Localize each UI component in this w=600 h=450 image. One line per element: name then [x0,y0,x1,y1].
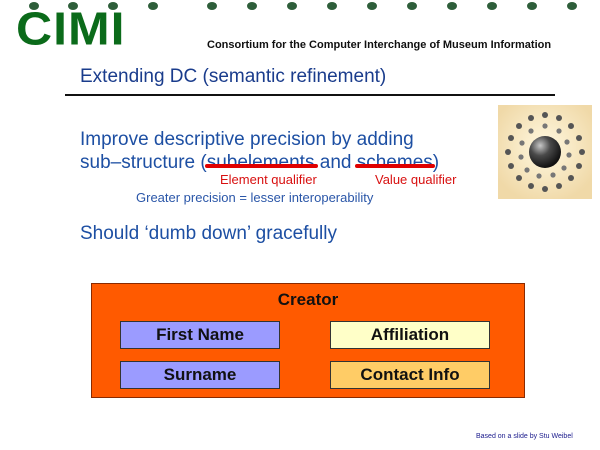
substructure-text: sub–structure ( [80,152,207,173]
globe-icon [498,105,592,199]
header-dots-decoration [29,2,577,10]
slide-title: Extending DC (semantic refinement) [80,66,387,87]
strike-line-schemes [354,164,435,168]
paragraph-line-1: Improve descriptive precision by adding [80,129,414,150]
first-name-field: First Name [120,321,280,349]
strike-line-subelements [204,164,319,168]
precision-paragraph: Improve descriptive precision by adding … [80,128,500,174]
slide-credit: Based on a slide by Stu Weibel [476,433,573,440]
title-divider [65,94,555,96]
close-paren: ) [432,152,440,173]
affiliation-field: Affiliation [330,321,490,349]
element-qualifier-label: Element qualifier [220,172,317,187]
schemes-term: schemes [354,152,435,173]
paragraph-line-2: sub–structure (subelements and schemes) [80,151,500,174]
value-qualifier-label: Value qualifier [375,172,457,187]
contact-info-field: Contact Info [330,361,490,389]
and-text: and [314,152,357,173]
consortium-name: Consortium for the Computer Interchange … [207,39,552,51]
precision-note: Greater precision = lesser interoperabil… [136,190,374,205]
surname-field: Surname [120,361,280,389]
cimi-logo: CIMI [16,3,126,55]
dumb-down-statement: Should ‘dumb down’ gracefully [80,223,338,244]
creator-label: Creator [277,290,339,309]
subelements-term: subelements [204,152,319,173]
